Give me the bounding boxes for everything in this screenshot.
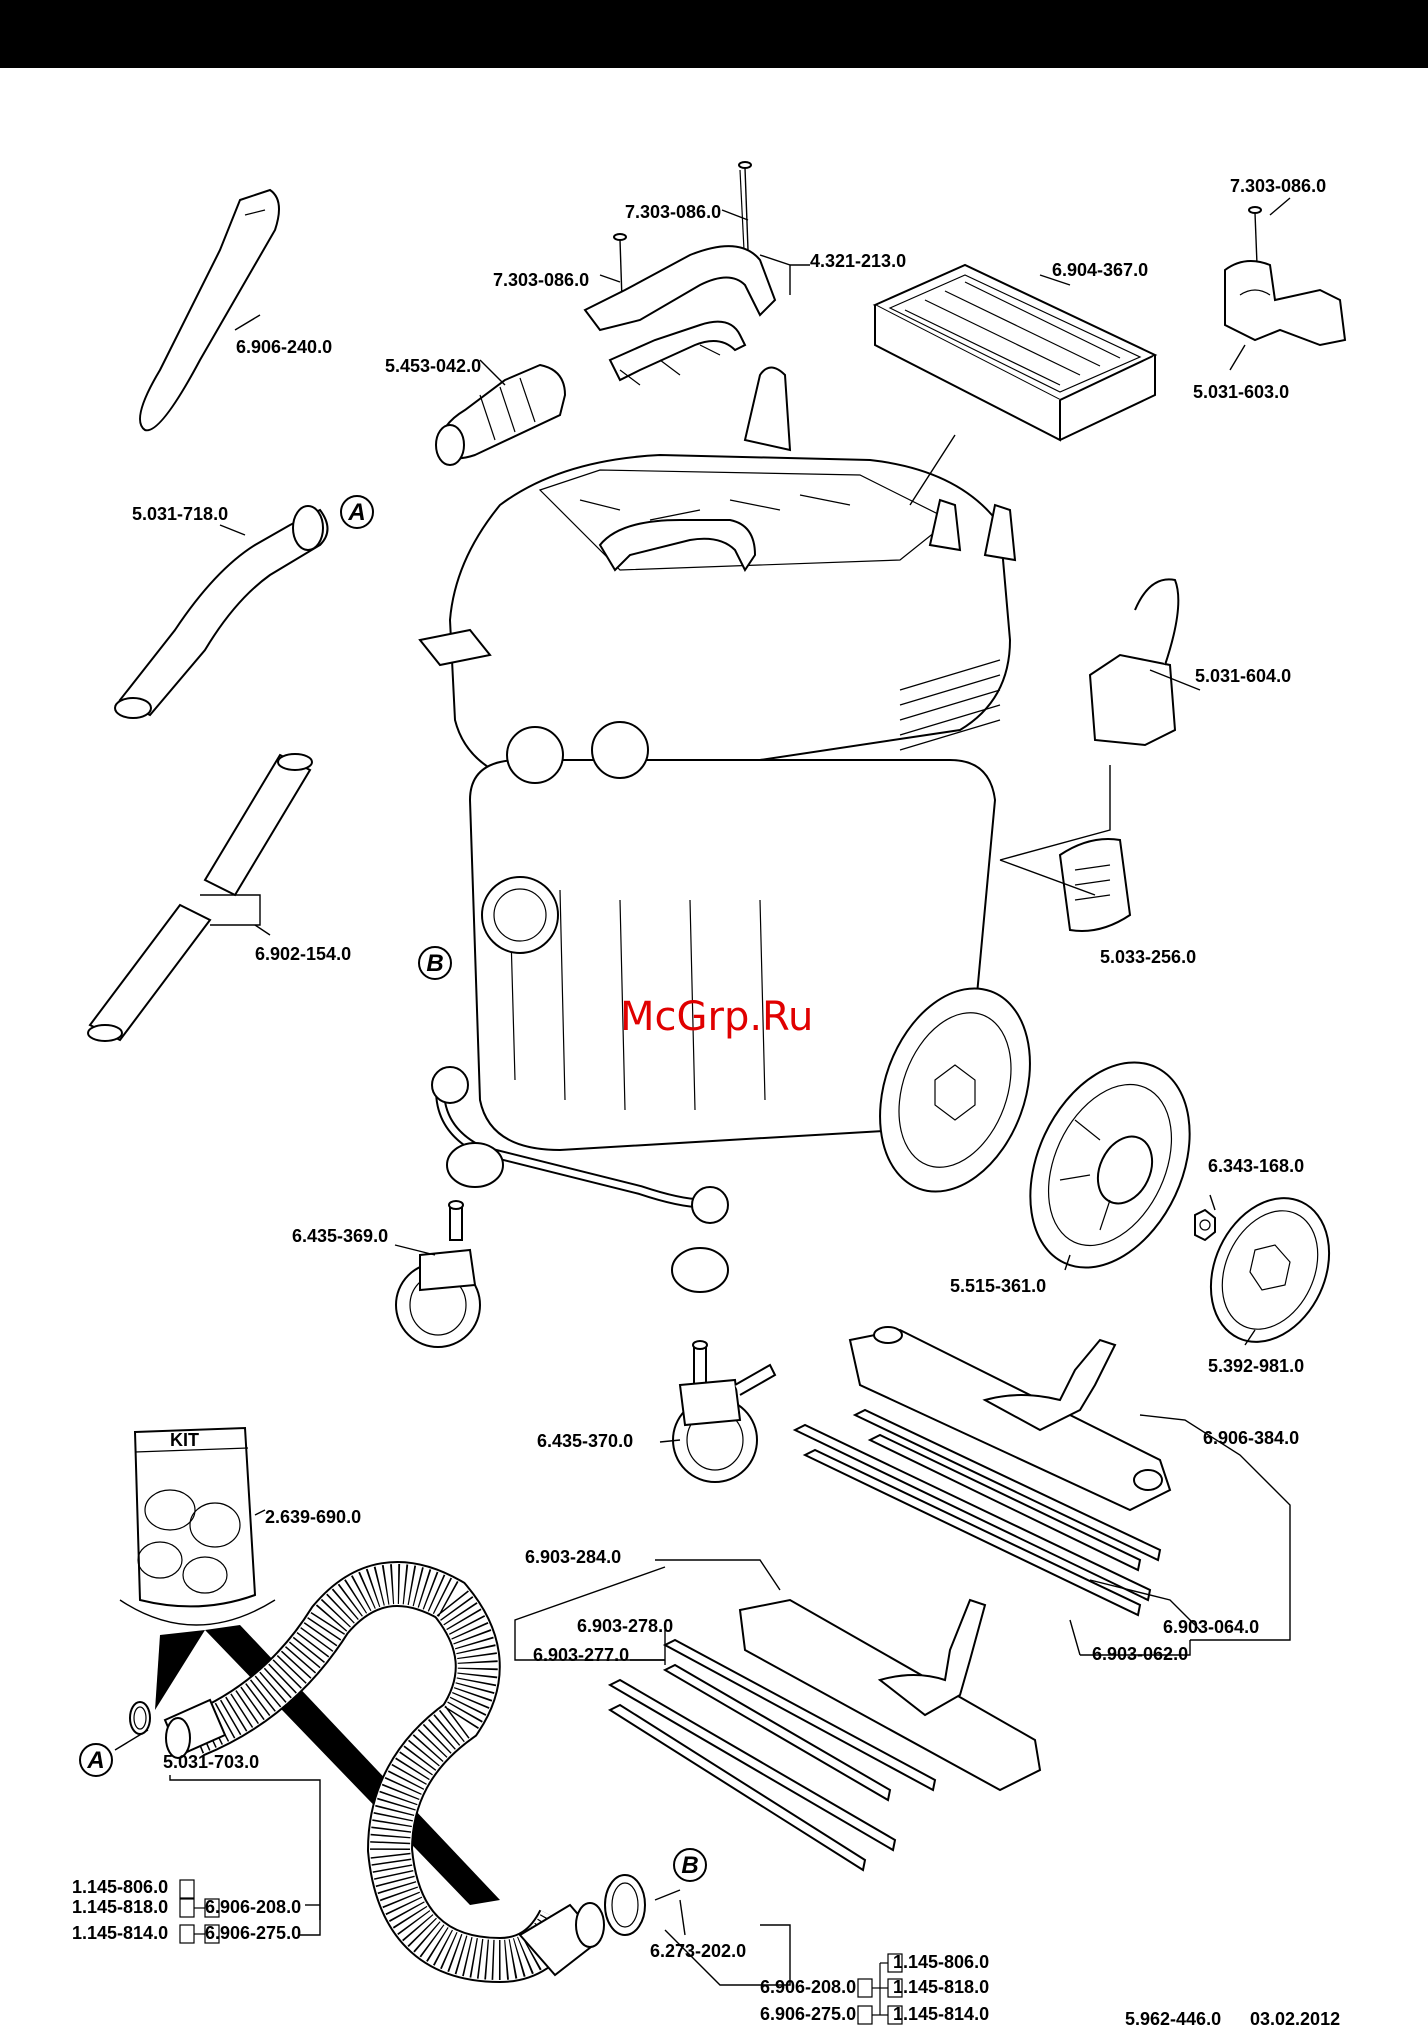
- extension-tube-upper-6902-154: [203, 753, 313, 897]
- label-6906-240: 6.906-240.0: [236, 337, 332, 357]
- svg-text:B: B: [681, 1852, 698, 1879]
- label-6906-275-right: 6.906-275.0: [760, 2004, 856, 2024]
- label-6903-284: 6.903-284.0: [525, 1547, 621, 1567]
- label-6906-208-right: 6.906-208.0: [760, 1977, 856, 1997]
- label-6904-367: 6.904-367.0: [1052, 260, 1148, 280]
- floor-nozzle-6903-284: [738, 1598, 1042, 1792]
- label-1145-814-left: 1.145-814.0: [72, 1923, 168, 1943]
- svg-text:B: B: [426, 950, 443, 977]
- kit-label: KIT: [170, 1430, 199, 1450]
- label-7303-086-left: 7.303-086.0: [493, 270, 589, 290]
- caster-6435-369: [395, 1200, 481, 1348]
- label-7303-086-right: 7.303-086.0: [1230, 176, 1326, 196]
- washer-6343-168: [1194, 1208, 1216, 1242]
- hose-part-numbers-left: 1.145-806.0 1.145-818.0 6.906-208.0 1.14…: [72, 1877, 301, 1944]
- kit-bag-2639-690: [119, 1426, 276, 1626]
- brush-strips-6903-064: [792, 1423, 1152, 1617]
- label-6906-208-left: 6.906-208.0: [205, 1897, 301, 1917]
- screw-top: [738, 161, 752, 251]
- label-5392-981: 5.392-981.0: [1208, 1356, 1304, 1376]
- label-6902-154: 6.902-154.0: [255, 944, 351, 964]
- label-6273-202: 6.273-202.0: [650, 1941, 746, 1961]
- cover-5033-256: [1058, 838, 1132, 932]
- rubber-strips-6903-278: [662, 1638, 937, 1802]
- marker-a-top: A: [340, 495, 374, 529]
- marker-b-bottom: B: [673, 1848, 707, 1882]
- label-1145-806-right: 1.145-806.0: [893, 1952, 989, 1972]
- label-1145-818-left: 1.145-818.0: [72, 1897, 168, 1917]
- label-6903-277: 6.903-277.0: [533, 1645, 629, 1665]
- handle-4321-213: [583, 245, 777, 386]
- ring-5031-703: [129, 1701, 151, 1735]
- label-4321-213: 4.321-213.0: [810, 251, 906, 271]
- label-1145-818-right: 1.145-818.0: [893, 1977, 989, 1997]
- wheel-5515-361: [1029, 1061, 1191, 1269]
- crevice-nozzle-6906-240: [139, 188, 280, 432]
- caster-6435-370: [672, 1340, 777, 1483]
- marker-b-main: B: [418, 946, 452, 980]
- label-6903-278: 6.903-278.0: [577, 1616, 673, 1636]
- label-5453-042: 5.453-042.0: [385, 356, 481, 376]
- watermark: McGrp.Ru: [620, 994, 813, 1040]
- label-5515-361: 5.515-361.0: [950, 1276, 1046, 1296]
- marker-a-bottom: A: [79, 1743, 113, 1777]
- label-1145-814-right: 1.145-814.0: [893, 2004, 989, 2024]
- floor-nozzle-6906-384: [848, 1326, 1172, 1512]
- footer-doc-number: 5.962-446.0: [1125, 2009, 1221, 2029]
- flat-filter-6904-367: [872, 263, 1158, 442]
- label-6435-369: 6.435-369.0: [292, 1226, 388, 1246]
- brush-strips-6903-277: [607, 1678, 897, 1872]
- svg-text:A: A: [347, 499, 365, 526]
- label-5031-718: 5.031-718.0: [132, 504, 228, 524]
- label-6903-062: 6.903-062.0: [1092, 1644, 1188, 1664]
- label-6906-384: 6.906-384.0: [1203, 1428, 1299, 1448]
- hub-cap-5392-981: [1209, 1197, 1331, 1343]
- label-5031-603: 5.031-603.0: [1193, 382, 1289, 402]
- footer-date: 03.02.2012: [1250, 2009, 1340, 2029]
- label-7303-086-top: 7.303-086.0: [625, 202, 721, 222]
- leader-lines: [114, 197, 1291, 1986]
- vacuum-body: [418, 366, 1017, 1293]
- rear-wheel-attached: [879, 987, 1031, 1193]
- label-5033-256: 5.033-256.0: [1100, 947, 1196, 967]
- label-2639-690: 2.639-690.0: [265, 1507, 361, 1527]
- ring-6273-202: [604, 1874, 646, 1936]
- extension-tube-lower-6902-154: [87, 903, 212, 1042]
- part-labels: 7.303-086.0 7.303-086.0 4.321-213.0 6.90…: [132, 176, 1326, 1961]
- top-black-bar: [0, 0, 1428, 68]
- bent-tube-5031-718: [114, 505, 329, 719]
- rubber-strips-6903-062: [852, 1408, 1162, 1572]
- adapter-5453-042: [435, 363, 567, 466]
- label-1145-806-left: 1.145-806.0: [72, 1877, 168, 1897]
- filter-holder-5031-604: [1088, 578, 1180, 747]
- hose-part-numbers-right: 1.145-806.0 6.906-208.0 1.145-818.0 6.90…: [760, 1952, 989, 2025]
- screw-left: [613, 233, 627, 301]
- svg-text:A: A: [86, 1747, 104, 1774]
- label-6903-064: 6.903-064.0: [1163, 1617, 1259, 1637]
- label-6906-275-left: 6.906-275.0: [205, 1923, 301, 1943]
- accessory-bracket-5031-603: [1224, 260, 1347, 347]
- suction-hose: [163, 1561, 605, 1984]
- label-5031-703: 5.031-703.0: [163, 1752, 259, 1772]
- label-6435-370: 6.435-370.0: [537, 1431, 633, 1451]
- label-6343-168: 6.343-168.0: [1208, 1156, 1304, 1176]
- label-5031-604: 5.031-604.0: [1195, 666, 1291, 686]
